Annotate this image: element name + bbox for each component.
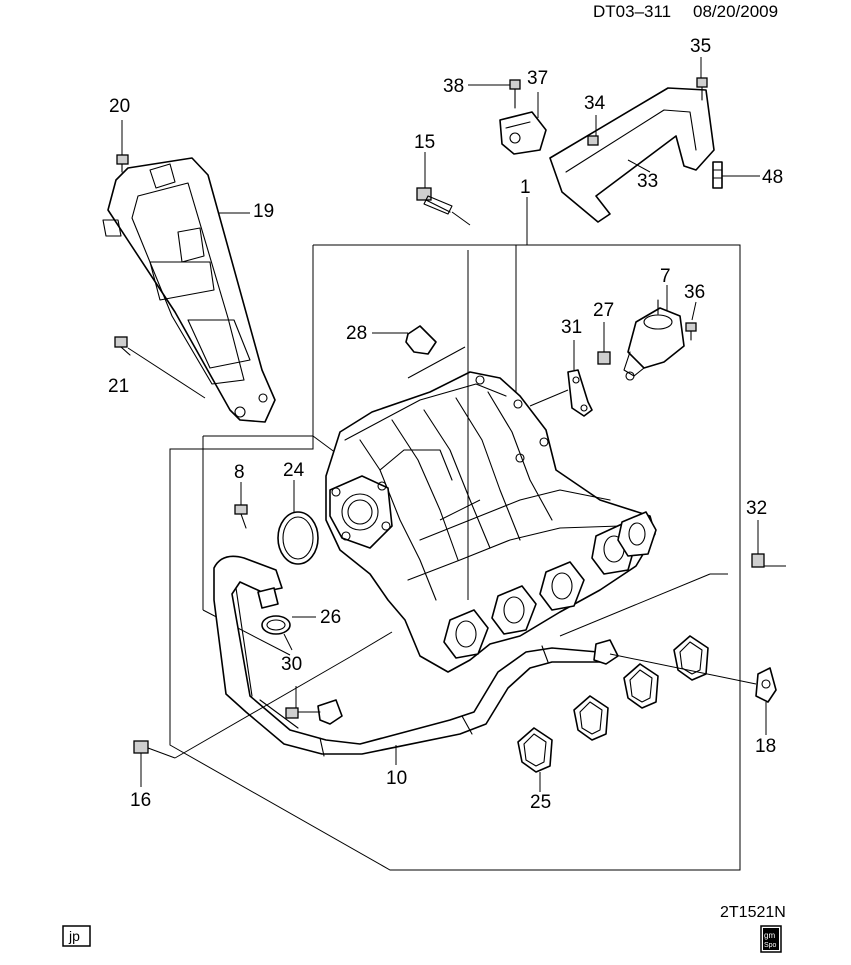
callout-31: 31 xyxy=(561,317,582,338)
callout-48: 48 xyxy=(762,167,783,188)
document-id: DT03–311 xyxy=(593,2,671,21)
bracket-19 xyxy=(102,157,276,423)
callout-32: 32 xyxy=(746,498,767,519)
callout-24: 24 xyxy=(283,460,305,481)
callout-35: 35 xyxy=(690,36,711,57)
callout-28: 28 xyxy=(346,323,367,344)
logo-text-top: gm xyxy=(764,931,775,940)
callout-16: 16 xyxy=(130,790,151,811)
nut-27 xyxy=(597,351,611,365)
callout-27: 27 xyxy=(593,300,614,321)
callout-10: 10 xyxy=(386,768,407,789)
callout-1: 1 xyxy=(520,177,531,198)
callout-18: 18 xyxy=(755,736,776,757)
bolt-34 xyxy=(587,135,599,146)
bracket-33 xyxy=(549,87,715,223)
pipe-10 xyxy=(213,555,619,757)
callout-19: 19 xyxy=(253,201,274,222)
nut-16 xyxy=(133,740,149,754)
callout-7: 7 xyxy=(660,266,671,287)
language-badge: jp xyxy=(62,925,91,947)
bolt-36 xyxy=(685,322,697,341)
callout-26: 26 xyxy=(320,607,341,628)
bolt-8 xyxy=(234,504,248,529)
gm-spo-logo: gm Spo xyxy=(760,925,782,953)
callout-21: 21 xyxy=(108,376,129,397)
callout-34: 34 xyxy=(584,93,606,114)
clip-28 xyxy=(405,325,437,355)
sensor-37 xyxy=(499,111,547,155)
document-date: 08/20/2009 xyxy=(693,2,778,21)
gasket-18 xyxy=(755,667,777,703)
bracket-31 xyxy=(567,369,593,417)
language-badge-text: jp xyxy=(68,928,80,944)
nut-32 xyxy=(751,553,765,568)
bolt-15 xyxy=(416,187,453,215)
actuator-7 xyxy=(623,299,685,381)
callout-20: 20 xyxy=(109,96,130,117)
callout-8: 8 xyxy=(234,462,245,483)
gasket-26 xyxy=(261,615,291,635)
callout-36: 36 xyxy=(684,282,705,303)
logo-text-bottom: Spo xyxy=(764,942,777,949)
callout-33: 33 xyxy=(637,171,658,192)
bolt-38 xyxy=(509,79,521,109)
stud-48 xyxy=(712,161,723,189)
illustration-code: 2T1521N xyxy=(720,904,786,921)
stud-35 xyxy=(696,77,708,101)
callout-25: 25 xyxy=(530,792,551,813)
intake-manifold-1 xyxy=(325,371,657,673)
callout-labels: 1 7 8 10 15 16 18 19 20 21 24 25 26 27 2… xyxy=(108,36,783,813)
callout-38: 38 xyxy=(443,76,464,97)
gasket-24 xyxy=(277,511,319,565)
bolt-21 xyxy=(114,336,131,356)
callout-37: 37 xyxy=(527,68,548,89)
callout-15: 15 xyxy=(414,132,435,153)
callout-30: 30 xyxy=(281,654,302,675)
